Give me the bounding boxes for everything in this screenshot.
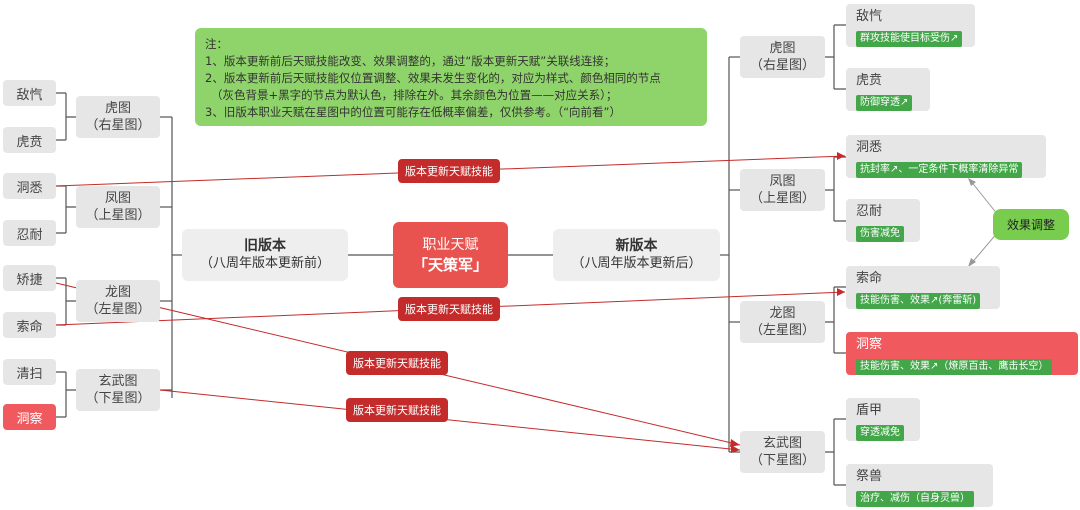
old-group-dragon[interactable]: 龙图 （左星图） [76, 280, 160, 322]
group-sub: （下星图） [749, 453, 815, 468]
effect-tag: 伤害减免 [856, 226, 904, 242]
group-sub: （下星图） [85, 391, 151, 406]
card-title: 索命 [856, 271, 883, 286]
group-sub: （左星图） [85, 302, 151, 317]
note-box: 注： 1、版本更新前后天赋技能改变、效果调整的，通过“版本更新天赋”关联线连接；… [195, 28, 707, 126]
new-group-tortoise[interactable]: 玄武图 （下星图） [740, 431, 825, 473]
effect-tag: 治疗、减伤（自身灵兽） [856, 491, 974, 507]
effect-tag: 技能伤害、效果↗(奔雷斩) [856, 293, 981, 309]
old-group-tortoise[interactable]: 玄武图 （下星图） [76, 369, 160, 411]
new-card-dongcha[interactable]: 洞察 技能伤害、效果↗（燎原百击、鹰击长空） [846, 332, 1078, 375]
card-title: 忍耐 [856, 204, 883, 219]
group-name: 玄武图 [98, 374, 138, 389]
group-sub: （右星图） [85, 118, 151, 133]
new-version-title: 新版本 [615, 238, 658, 254]
new-card-suoming[interactable]: 索命 技能伤害、效果↗(奔雷斩) [846, 266, 1000, 309]
old-version-title: 旧版本 [244, 238, 286, 254]
old-leaf-rennai[interactable]: 忍耐 [3, 220, 56, 246]
note-line: （灰色背景+黑字的节点为默认色，排除在外。其余颜色为位置——对应关系）； [211, 88, 618, 102]
group-name: 虎图 [769, 41, 796, 56]
old-leaf-dongxi[interactable]: 洞悉 [3, 173, 56, 199]
new-group-dragon[interactable]: 龙图 （左星图） [740, 301, 825, 343]
update-link-label[interactable]: 版本更新天赋技能 [346, 398, 448, 422]
old-leaf-suoming[interactable]: 索命 [3, 312, 56, 338]
old-version-node[interactable]: 旧版本 （八周年版本更新前） [182, 229, 348, 281]
group-name: 龙图 [104, 285, 131, 300]
group-sub: （上星图） [85, 208, 151, 223]
center-subtitle: 「天策军」 [412, 256, 488, 274]
group-sub: （右星图） [749, 58, 815, 73]
note-line: 1、版本更新前后天赋技能改变、效果调整的，通过“版本更新天赋”关联线连接； [205, 54, 616, 68]
new-card-jishou[interactable]: 祭兽 治疗、减伤（自身灵兽） [846, 464, 993, 507]
effect-adjust-label[interactable]: 效果调整 [993, 209, 1069, 240]
group-sub: （左星图） [749, 323, 815, 338]
note-line: 2、版本更新前后天赋技能仅位置调整、效果未发生变化的，对应为样式、颜色相同的节点 [205, 71, 661, 85]
card-title: 盾甲 [856, 403, 883, 418]
effect-tag: 穿透减免 [856, 425, 904, 441]
new-version-subtitle: （八周年版本更新后） [571, 256, 702, 271]
card-title: 洞察 [856, 337, 883, 352]
note-line: 3、旧版本职业天赋在星图中的位置可能存在低概率偏差，仅供参考。（“向前看”） [205, 105, 621, 119]
card-title: 洞悉 [856, 140, 883, 155]
group-name: 虎图 [104, 101, 131, 116]
new-card-dongxi[interactable]: 洞悉 抗封率↗、一定条件下概率清除异常 [846, 135, 1046, 178]
old-leaf-qingsao[interactable]: 清扫 [3, 359, 56, 385]
group-name: 凤图 [769, 174, 796, 189]
old-leaf-huben[interactable]: 虎贲 [3, 127, 56, 153]
group-name: 玄武图 [762, 436, 802, 451]
effect-tag: 群攻技能使目标受伤↗ [856, 31, 963, 47]
old-version-subtitle: （八周年版本更新前） [199, 256, 330, 271]
new-card-diqi[interactable]: 敌忾 群攻技能使目标受伤↗ [846, 4, 975, 47]
old-leaf-dongcha[interactable]: 洞察 [3, 404, 56, 430]
new-group-tiger[interactable]: 虎图 （右星图） [740, 36, 825, 78]
new-card-rennai[interactable]: 忍耐 伤害减免 [846, 199, 920, 242]
note-line: 注： [205, 37, 228, 51]
update-link-label[interactable]: 版本更新天赋技能 [398, 297, 500, 321]
new-card-dunjia[interactable]: 盾甲 穿透减免 [846, 398, 920, 441]
update-link-label[interactable]: 版本更新天赋技能 [398, 159, 500, 183]
group-name: 龙图 [769, 306, 796, 321]
new-group-phoenix[interactable]: 凤图 （上星图） [740, 169, 825, 211]
new-version-node[interactable]: 新版本 （八周年版本更新后） [553, 229, 720, 281]
card-title: 敌忾 [856, 9, 883, 24]
effect-tag: 抗封率↗、一定条件下概率清除异常 [856, 162, 1023, 178]
old-group-phoenix[interactable]: 凤图 （上星图） [76, 186, 160, 228]
group-sub: （上星图） [749, 191, 815, 206]
old-leaf-diqi[interactable]: 敌忾 [3, 80, 56, 106]
old-leaf-jiaojie[interactable]: 矫捷 [3, 265, 56, 291]
center-node[interactable]: 职业天赋 「天策军」 [393, 222, 508, 288]
update-link-label[interactable]: 版本更新天赋技能 [346, 351, 448, 375]
effect-tag: 技能伤害、效果↗（燎原百击、鹰击长空） [856, 359, 1053, 375]
old-group-tiger[interactable]: 虎图 （右星图） [76, 96, 160, 138]
card-title: 虎贲 [856, 73, 883, 88]
center-title: 职业天赋 [422, 237, 479, 253]
group-name: 凤图 [104, 191, 131, 206]
new-card-huben[interactable]: 虎贲 防御穿透↗ [846, 68, 930, 111]
card-title: 祭兽 [856, 469, 883, 484]
effect-tag: 防御穿透↗ [856, 95, 913, 111]
